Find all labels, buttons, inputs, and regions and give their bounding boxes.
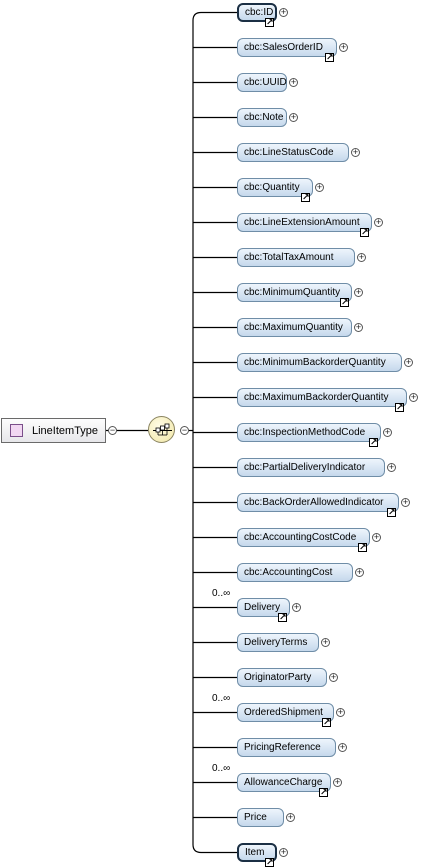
expand-icon[interactable]: + xyxy=(339,41,348,52)
element-cbc-note[interactable]: cbc:Note xyxy=(237,108,287,127)
reference-arrow-icon: ↗ xyxy=(387,507,396,517)
expand-icon[interactable]: + xyxy=(336,706,345,717)
element-cbc-uuid[interactable]: cbc:UUID xyxy=(237,73,287,92)
element-cbc-maximum-quantity[interactable]: cbc:MaximumQuantity xyxy=(237,318,352,337)
reference-arrow-icon: ↗ xyxy=(301,192,310,202)
element-cbc-line-extension-amount[interactable]: cbc:LineExtensionAmount xyxy=(237,213,372,232)
reference-arrow-icon: ↗ xyxy=(265,857,274,867)
element-item[interactable]: Item xyxy=(237,843,277,862)
reference-arrow-icon: ↗ xyxy=(369,437,378,447)
element-cbc-quantity[interactable]: cbc:Quantity xyxy=(237,178,313,197)
element-originator-party[interactable]: OriginatorParty xyxy=(237,668,327,687)
expand-icon[interactable]: + xyxy=(387,461,396,472)
element-delivery-terms[interactable]: DeliveryTerms xyxy=(237,633,319,652)
sequence-collapse-icon[interactable]: − xyxy=(180,425,189,435)
element-cbc-total-tax-amount[interactable]: cbc:TotalTaxAmount xyxy=(237,248,355,267)
expand-icon[interactable]: + xyxy=(351,146,360,157)
reference-arrow-icon: ↗ xyxy=(265,17,274,27)
root-collapse-icon[interactable]: − xyxy=(108,425,117,435)
element-cbc-minimum-backorder-quantity[interactable]: cbc:MinimumBackorderQuantity xyxy=(237,353,402,372)
complex-type-icon xyxy=(10,424,23,437)
sequence-compositor-icon xyxy=(153,423,172,436)
cardinality-label: 0..∞ xyxy=(212,693,231,704)
expand-icon[interactable]: + xyxy=(329,671,338,682)
expand-icon[interactable]: + xyxy=(279,846,288,857)
cardinality-label: 0..∞ xyxy=(212,588,231,599)
expand-icon[interactable]: + xyxy=(383,426,392,437)
element-cbc-minimum-quantity[interactable]: cbc:MinimumQuantity xyxy=(237,283,352,302)
expand-icon[interactable]: + xyxy=(338,741,347,752)
expand-icon[interactable]: + xyxy=(401,496,410,507)
expand-icon[interactable]: + xyxy=(289,111,298,122)
expand-icon[interactable]: + xyxy=(357,251,366,262)
element-cbc-accounting-cost[interactable]: cbc:AccountingCost xyxy=(237,563,353,582)
element-delivery[interactable]: Delivery xyxy=(237,598,290,617)
root-element-lineitemtype[interactable]: LineItemType xyxy=(1,418,106,443)
reference-arrow-icon: ↗ xyxy=(278,612,287,622)
element-allowance-charge[interactable]: AllowanceCharge xyxy=(237,773,331,792)
expand-icon[interactable]: + xyxy=(279,6,288,17)
spine-corner-lines xyxy=(192,11,237,854)
expand-icon[interactable]: + xyxy=(292,601,301,612)
element-pricing-reference[interactable]: PricingReference xyxy=(237,738,336,757)
expand-icon[interactable]: + xyxy=(315,181,324,192)
element-cbc-inspection-method-code[interactable]: cbc:InspectionMethodCode xyxy=(237,423,381,442)
reference-arrow-icon: ↗ xyxy=(325,52,334,62)
element-cbc-sales-order-id[interactable]: cbc:SalesOrderID xyxy=(237,38,337,57)
reference-arrow-icon: ↗ xyxy=(340,297,349,307)
expand-icon[interactable]: + xyxy=(409,391,418,402)
expand-icon[interactable]: + xyxy=(289,76,298,87)
element-price[interactable]: Price xyxy=(237,808,284,827)
reference-arrow-icon: ↗ xyxy=(395,402,404,412)
expand-icon[interactable]: + xyxy=(354,286,363,297)
element-cbc-maximum-backorder-quantity[interactable]: cbc:MaximumBackorderQuantity xyxy=(237,388,407,407)
element-ordered-shipment[interactable]: OrderedShipment xyxy=(237,703,334,722)
element-cbc-partial-delivery-indicator[interactable]: cbc:PartialDeliveryIndicator xyxy=(237,458,385,477)
expand-icon[interactable]: + xyxy=(354,321,363,332)
cardinality-label: 0..∞ xyxy=(212,763,231,774)
element-cbc-accounting-cost-code[interactable]: cbc:AccountingCostCode xyxy=(237,528,370,547)
expand-icon[interactable]: + xyxy=(374,216,383,227)
root-element-label: LineItemType xyxy=(32,424,99,437)
expand-icon[interactable]: + xyxy=(404,356,413,367)
expand-icon[interactable]: + xyxy=(333,776,342,787)
element-cbc-line-status-code[interactable]: cbc:LineStatusCode xyxy=(237,143,349,162)
reference-arrow-icon: ↗ xyxy=(322,717,331,727)
reference-arrow-icon: ↗ xyxy=(358,542,367,552)
expand-icon[interactable]: + xyxy=(372,531,381,542)
expand-icon[interactable]: + xyxy=(321,636,330,647)
element-cbc-back-order-allowed-indicator[interactable]: cbc:BackOrderAllowedIndicator xyxy=(237,493,399,512)
reference-arrow-icon: ↗ xyxy=(360,227,369,237)
expand-icon[interactable]: + xyxy=(286,811,295,822)
expand-icon[interactable]: + xyxy=(355,566,364,577)
reference-arrow-icon: ↗ xyxy=(319,787,328,797)
element-cbc-id[interactable]: cbc:ID xyxy=(237,3,277,22)
sequence-compositor[interactable] xyxy=(148,416,175,443)
